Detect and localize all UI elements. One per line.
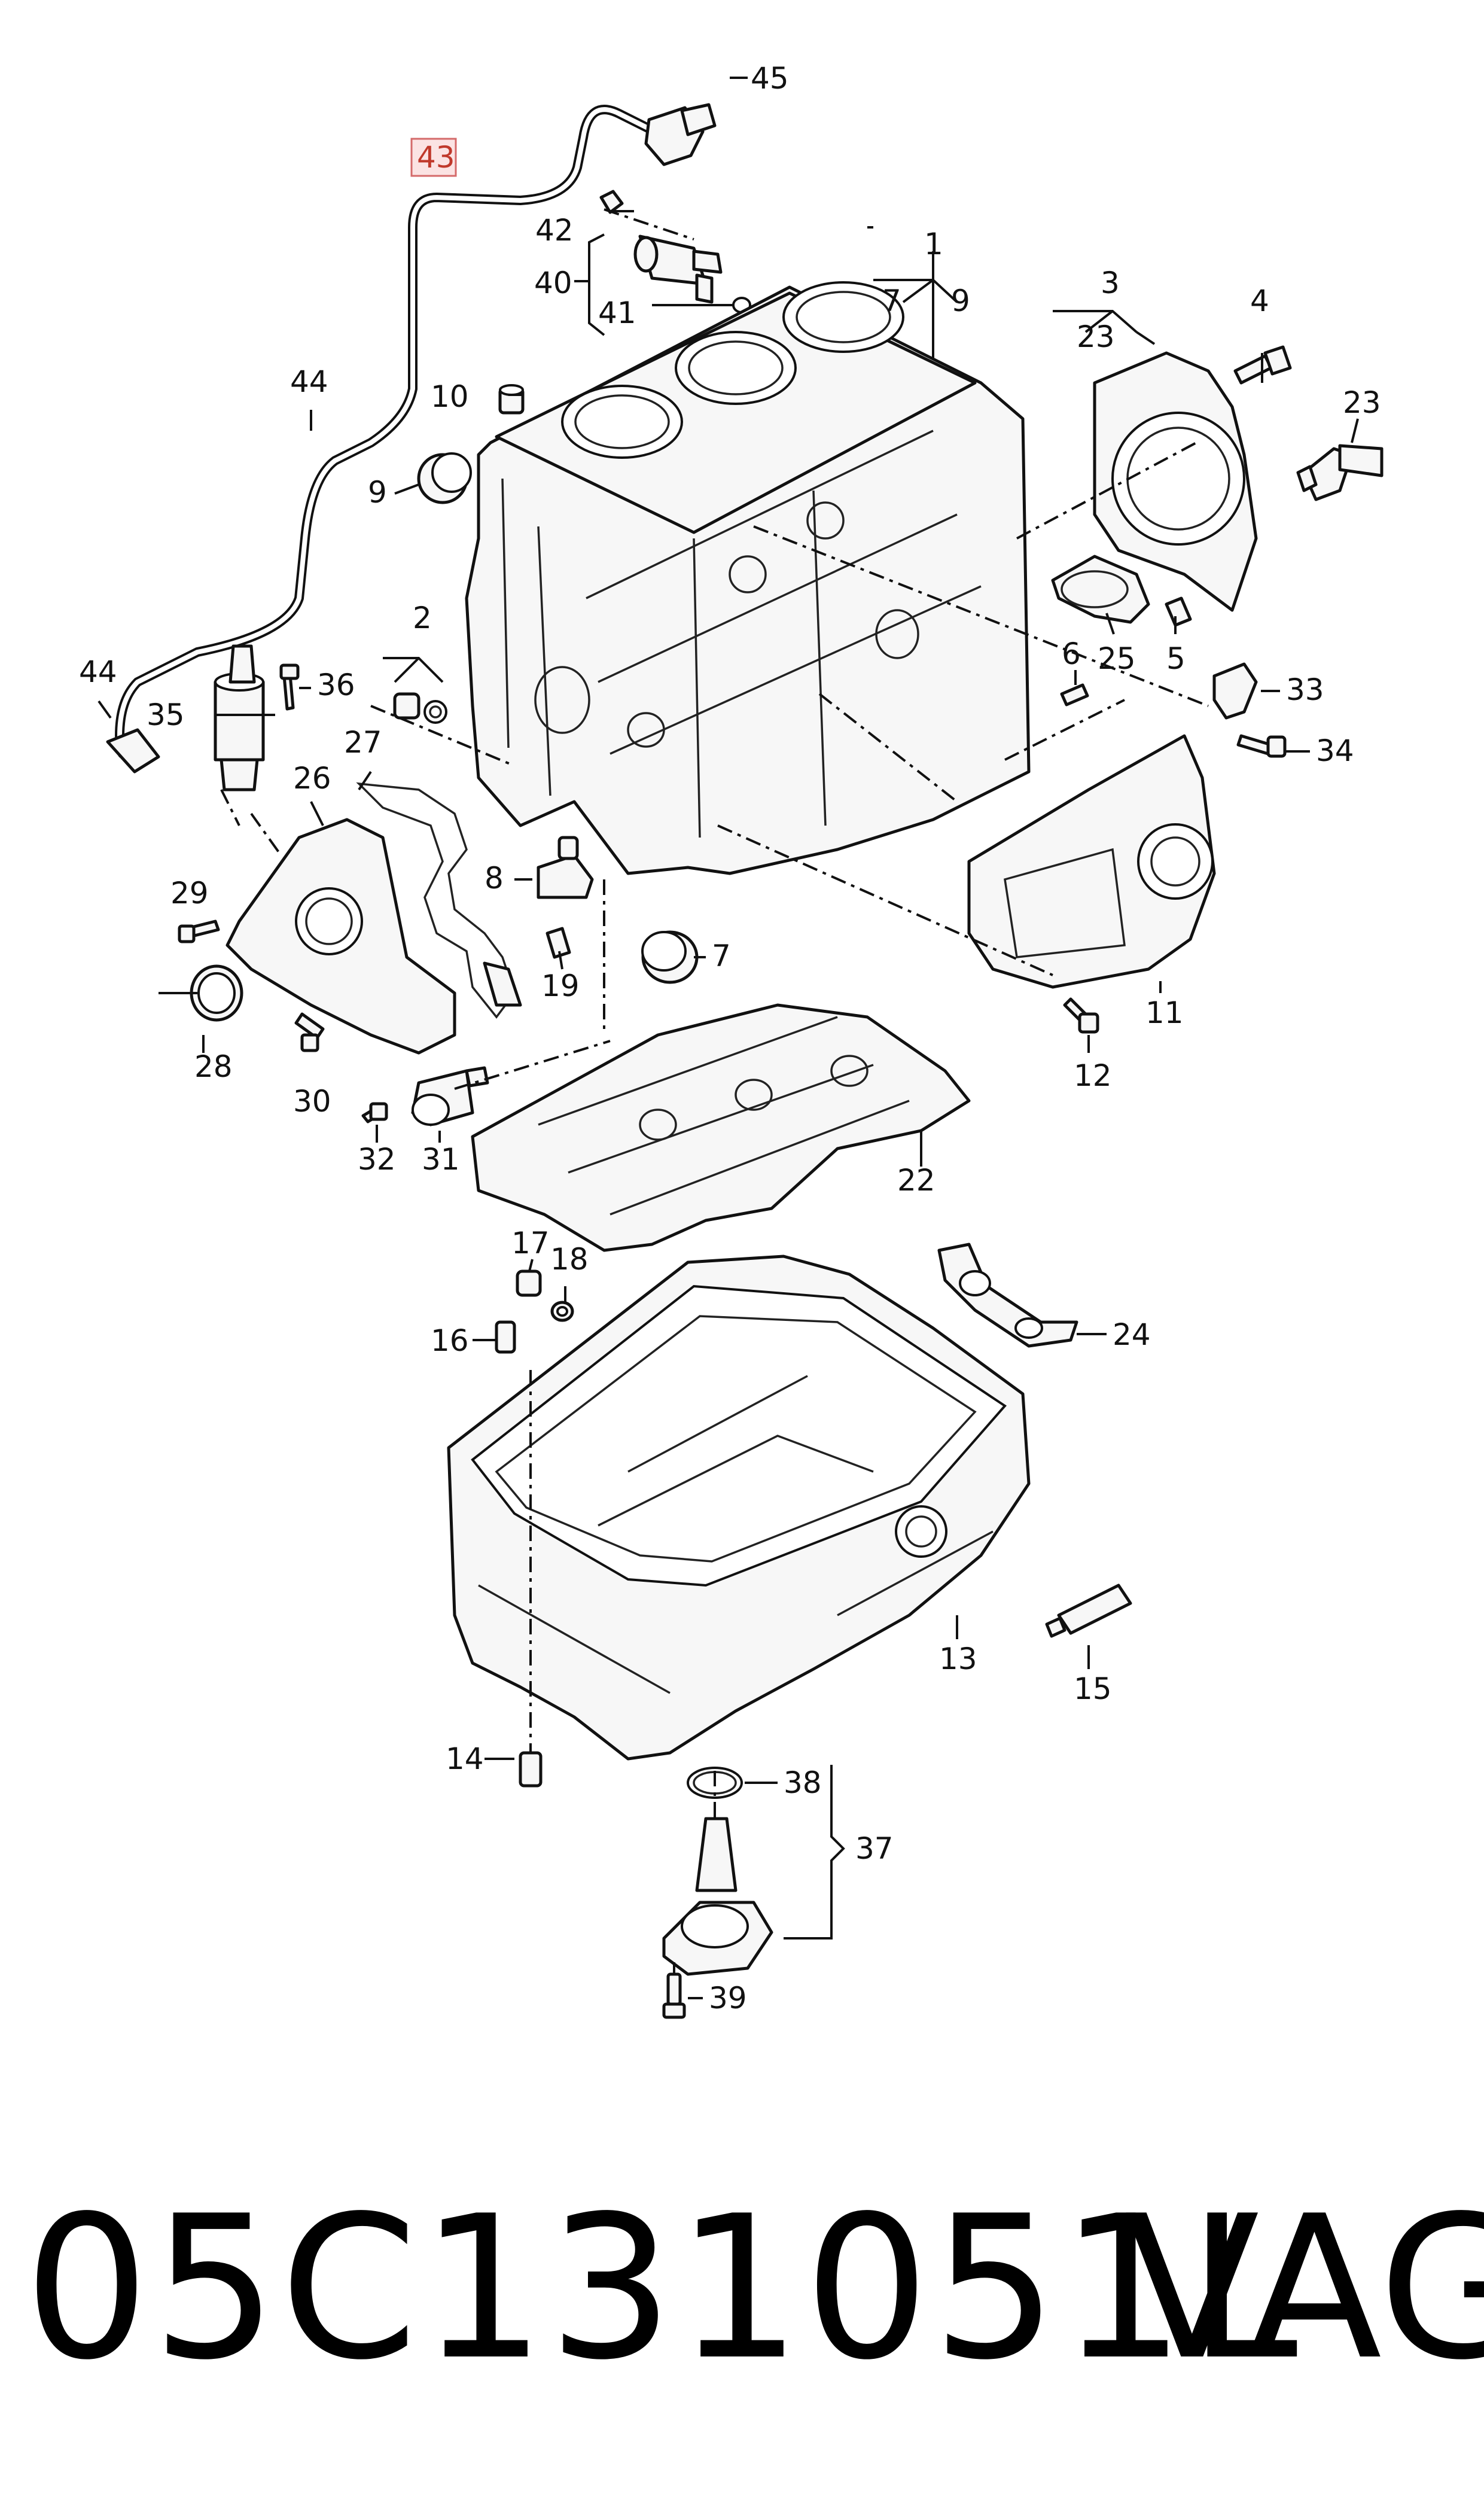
callout-5: 5: [1166, 641, 1186, 676]
assembly-lines: [220, 208, 1209, 1974]
cylinder-block: [465, 281, 1031, 875]
bracket-33: [1212, 662, 1258, 720]
callout-28: 28: [194, 1049, 233, 1084]
callout-29: 29: [170, 876, 209, 911]
callout-9-left: 9: [368, 475, 387, 510]
bolt-12: [1063, 997, 1099, 1034]
oil-level-sender: [662, 1767, 773, 2019]
baffle-plate-22: [471, 1003, 971, 1252]
callout-36: 36: [317, 668, 355, 702]
callout-1: 1: [924, 227, 943, 261]
callout-39: 39: [709, 1981, 747, 2015]
callout-45: 45: [751, 61, 789, 96]
callout-16: 16: [431, 1323, 469, 1358]
callout-2: 2: [413, 601, 432, 635]
sealant-tube-15: [1045, 1584, 1132, 1638]
callout-13: 13: [939, 1642, 977, 1676]
callout-11: 11: [1145, 995, 1184, 1030]
callout-43-highlight: [410, 138, 457, 177]
callout-41: 41: [598, 296, 636, 330]
callout-12: 12: [1074, 1058, 1112, 1093]
dowel-19: [546, 927, 571, 959]
callout-14: 14: [446, 1741, 484, 1776]
leader-lines: [97, 77, 1359, 1999]
plug-2: [393, 692, 447, 724]
breather-tube: [106, 103, 717, 774]
callout-42: 42: [535, 213, 574, 248]
callout-44-left: 44: [79, 654, 117, 689]
callout-24: 24: [1113, 1317, 1151, 1352]
oil-sump-13: [447, 1255, 1031, 1761]
sensor-31: [411, 1066, 489, 1126]
dowel-16: [495, 1320, 516, 1354]
callout-25: 25: [1098, 641, 1136, 676]
plug-17: [516, 1269, 542, 1297]
callout-7-mid: 7: [712, 939, 731, 973]
callout-7-top: 7: [882, 284, 901, 318]
callout-4: 4: [1250, 284, 1269, 318]
callout-33: 33: [1286, 672, 1324, 707]
callout-31: 31: [422, 1142, 460, 1177]
bolt-34: [1236, 734, 1287, 758]
oil-pressure-sensor: [599, 190, 751, 313]
callout-labels: 45 43 42 40 41 1 7 9 3 23 4 23 44 10 9 2…: [79, 61, 1381, 2015]
gasket-27: [356, 782, 522, 1019]
bolt-32: [361, 1102, 388, 1123]
cover-25: [1051, 555, 1150, 624]
bolt-14: [519, 1370, 543, 1788]
callout-34: 34: [1316, 733, 1354, 768]
callout-43: 43: [417, 140, 455, 175]
bolt-29: [178, 919, 220, 943]
callout-6: 6: [1062, 637, 1081, 671]
callout-9-top: 9: [951, 284, 970, 318]
part-number: 05C131051L: [24, 2173, 1300, 2403]
callout-8: 8: [484, 861, 504, 896]
callout-35: 35: [147, 698, 185, 732]
callout-3: 3: [1101, 266, 1120, 300]
sleeve-5: [1165, 596, 1192, 627]
callout-10: 10: [431, 379, 469, 414]
oil-pipe-24: [937, 1243, 1078, 1348]
callout-26: 26: [293, 761, 331, 796]
callout-37: 37: [855, 1831, 894, 1866]
knock-sensor-8: [537, 836, 594, 899]
callout-40: 40: [534, 266, 572, 300]
callout-30: 30: [293, 1084, 331, 1119]
bolt-36: [279, 663, 300, 711]
timing-cover-11: [967, 734, 1216, 989]
callout-15: 15: [1074, 1671, 1112, 1706]
callout-18: 18: [550, 1242, 589, 1277]
brand-name: VAG: [1125, 2173, 1484, 2403]
callout-38: 38: [784, 1765, 822, 1800]
callout-23-top: 23: [1077, 319, 1115, 354]
solenoid-valve-35: [214, 644, 265, 791]
stud-6: [1060, 683, 1089, 707]
callout-17: 17: [511, 1226, 550, 1260]
callout-19: 19: [541, 969, 580, 1003]
speed-sender: [1296, 444, 1384, 501]
plug-7: [641, 930, 699, 984]
callout-44-top: 44: [290, 364, 328, 399]
seal-ring-28: [190, 964, 243, 1022]
callout-22: 22: [897, 1163, 936, 1198]
oil-pump-cover-26: [226, 818, 456, 1055]
callout-27: 27: [344, 725, 382, 760]
sealing-plug-upper: [417, 452, 472, 504]
exploded-parts-diagram: 45 43 42 40 41 1 7 9 3 23 4 23 44 10 9 2…: [79, 61, 1384, 2019]
callout-23-right: 23: [1343, 385, 1381, 420]
dowel-sleeve: [498, 384, 525, 415]
bolt-30: [294, 1012, 325, 1052]
callout-32: 32: [358, 1142, 396, 1177]
seal-18: [550, 1301, 574, 1322]
